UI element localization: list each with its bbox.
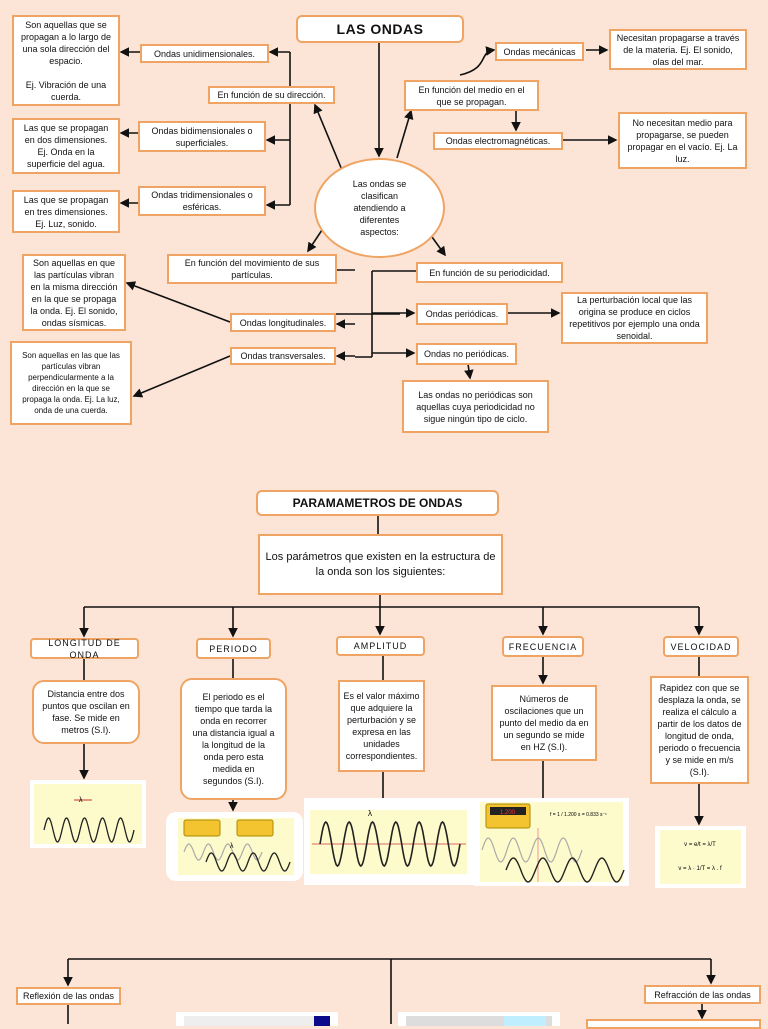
movimiento-box: En función del movimiento de sus partícu… bbox=[167, 254, 337, 284]
velocity-formula-1: v = e/t = λ/T bbox=[684, 842, 716, 848]
reflexion-image bbox=[176, 1012, 338, 1026]
no-periodicas-box: Ondas no periódicas. bbox=[416, 343, 517, 365]
wave-line bbox=[205, 852, 291, 872]
timer-readout: 1.200 bbox=[500, 810, 516, 816]
param-velocidad: VELOCIDAD bbox=[663, 636, 739, 657]
tri-desc-box: Las que se propagan en tres dimensiones.… bbox=[12, 190, 120, 233]
longitud-wave-image: λ bbox=[30, 780, 146, 848]
wave-line bbox=[183, 843, 263, 861]
periodo-wave-image: λ bbox=[166, 812, 303, 881]
parametros-title: PARAMAMETROS DE ONDAS bbox=[256, 490, 499, 516]
timer-icon bbox=[183, 819, 221, 837]
reflexion-box: Reflexión de las ondas bbox=[16, 987, 121, 1005]
uni-box: Ondas unidimensionales. bbox=[140, 44, 269, 63]
lambda-label: λ bbox=[230, 843, 234, 850]
frequency-formula: f = 1 / 1.200 s = 0.833 s⁻¹ bbox=[550, 812, 607, 818]
amplitud-wave-image: λ bbox=[304, 798, 474, 885]
uni-desc-box: Son aquellas que se propagan a lo largo … bbox=[12, 15, 120, 106]
periodicidad-box: En función de su periodicidad. bbox=[416, 262, 563, 283]
wave-line bbox=[319, 820, 461, 868]
mecanicas-desc-box: Necesitan propagarse a través de la mate… bbox=[609, 29, 747, 70]
lambda-label: λ bbox=[368, 809, 372, 818]
bi-box: Ondas bidimensionales o superficiales. bbox=[138, 121, 266, 152]
wave-line bbox=[43, 817, 135, 843]
velocity-formula-2: v = λ · 1/T = λ . f bbox=[678, 866, 722, 872]
periodicas-desc-box: La perturbación local que las origina se… bbox=[561, 292, 708, 344]
electromagneticas-box: Ondas electromagnéticas. bbox=[433, 132, 563, 150]
lambda-label: λ bbox=[79, 797, 83, 804]
frecuencia-wave-image: 1.200 f = 1 / 1.200 s = 0.833 s⁻¹ bbox=[474, 798, 629, 886]
wave-line bbox=[505, 857, 625, 883]
amplitud-desc: Es el valor máximo que adquiere la pertu… bbox=[338, 680, 425, 772]
param-periodo: PERIODO bbox=[196, 638, 271, 659]
velocidad-desc: Rapidez con que se desplaza la onda, se … bbox=[650, 676, 749, 784]
wave-line bbox=[481, 837, 583, 863]
longitud-desc: Distancia entre dos puntos que oscilan e… bbox=[32, 680, 140, 744]
bi-desc-box: Las que se propagan en dos dimensiones. … bbox=[12, 118, 120, 174]
longitudinal-desc-box: Son aquellas en que las partículas vibra… bbox=[22, 254, 126, 331]
transversal-desc-box: Son aquellas en las que las partículas v… bbox=[10, 341, 132, 425]
direccion-box: En función de su dirección. bbox=[208, 86, 335, 104]
transversal-box: Ondas transversales. bbox=[230, 347, 336, 365]
param-frecuencia: FRECUENCIA bbox=[502, 636, 584, 657]
no-periodicas-desc-box: Las ondas no periódicas son aquellas cuy… bbox=[402, 380, 549, 433]
medio-box: En función del medio en el que se propag… bbox=[404, 80, 539, 111]
refraccion-box: Refracción de las ondas bbox=[644, 985, 761, 1004]
main-title: LAS ONDAS bbox=[296, 15, 464, 43]
frecuencia-desc: Números de oscilaciones que un punto del… bbox=[491, 685, 597, 761]
refraccion-desc-box bbox=[586, 1019, 761, 1029]
param-amplitud: AMPLITUD bbox=[336, 636, 425, 656]
center-ellipse: Las ondas se clasifican atendiendo a dif… bbox=[314, 158, 445, 258]
electromagneticas-desc-box: No necesitan medio para propagarse, se p… bbox=[618, 112, 747, 169]
param-longitud: LONGITUD DE ONDA bbox=[30, 638, 139, 660]
velocidad-formula-image: v = e/t = λ/T v = λ · 1/T = λ . f bbox=[655, 826, 746, 888]
mecanicas-box: Ondas mecánicas bbox=[495, 42, 584, 61]
timer-icon bbox=[236, 819, 274, 837]
periodicas-box: Ondas periódicas. bbox=[416, 303, 508, 325]
parametros-intro: Los parámetros que existen en la estruct… bbox=[258, 534, 503, 595]
refraccion-image bbox=[398, 1012, 560, 1026]
periodo-desc: El periodo es el tiempo que tarda la ond… bbox=[180, 678, 287, 800]
longitudinal-box: Ondas longitudinales. bbox=[230, 313, 336, 332]
tri-box: Ondas tridimensionales o esféricas. bbox=[138, 186, 266, 216]
